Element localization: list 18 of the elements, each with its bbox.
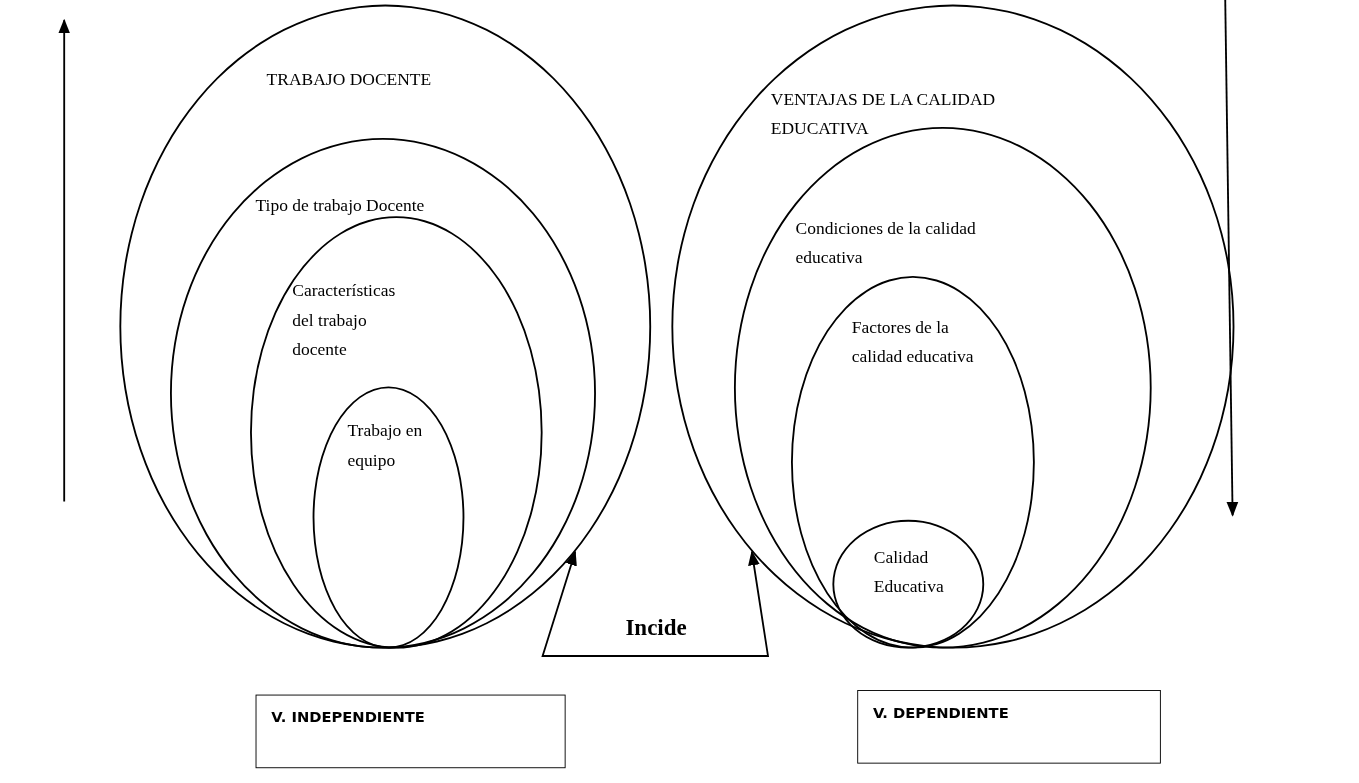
box-label: V. INDEPENDIENTE <box>271 708 425 726</box>
ellipse-label: Condiciones de la calidad educativa <box>795 217 977 269</box>
ellipse-label: Características del trabajo docente <box>292 279 397 361</box>
variable-box <box>255 694 566 769</box>
ellipse-label: Calidad Educativa <box>873 546 945 599</box>
nested-ellipse <box>250 216 543 649</box>
nested-ellipse <box>170 138 596 649</box>
variable-box <box>857 690 1161 764</box>
nested-ellipse <box>312 386 465 649</box>
ellipse-label: VENTAJAS DE LA CALIDAD EDUCATIVA <box>770 88 997 140</box>
ellipse-label: Tipo de trabajo Docente <box>255 194 426 217</box>
box-label: V. DEPENDIENTE <box>872 703 1009 722</box>
double-arrow <box>541 550 770 657</box>
ellipse-label: Factores de la calidad educativa <box>851 316 975 369</box>
nested-ellipse <box>832 519 985 649</box>
ellipse-label: TRABAJO DOCENTE <box>266 68 433 91</box>
nested-ellipse <box>791 276 1035 649</box>
ellipse-label: Trabajo en equipo <box>347 419 424 472</box>
